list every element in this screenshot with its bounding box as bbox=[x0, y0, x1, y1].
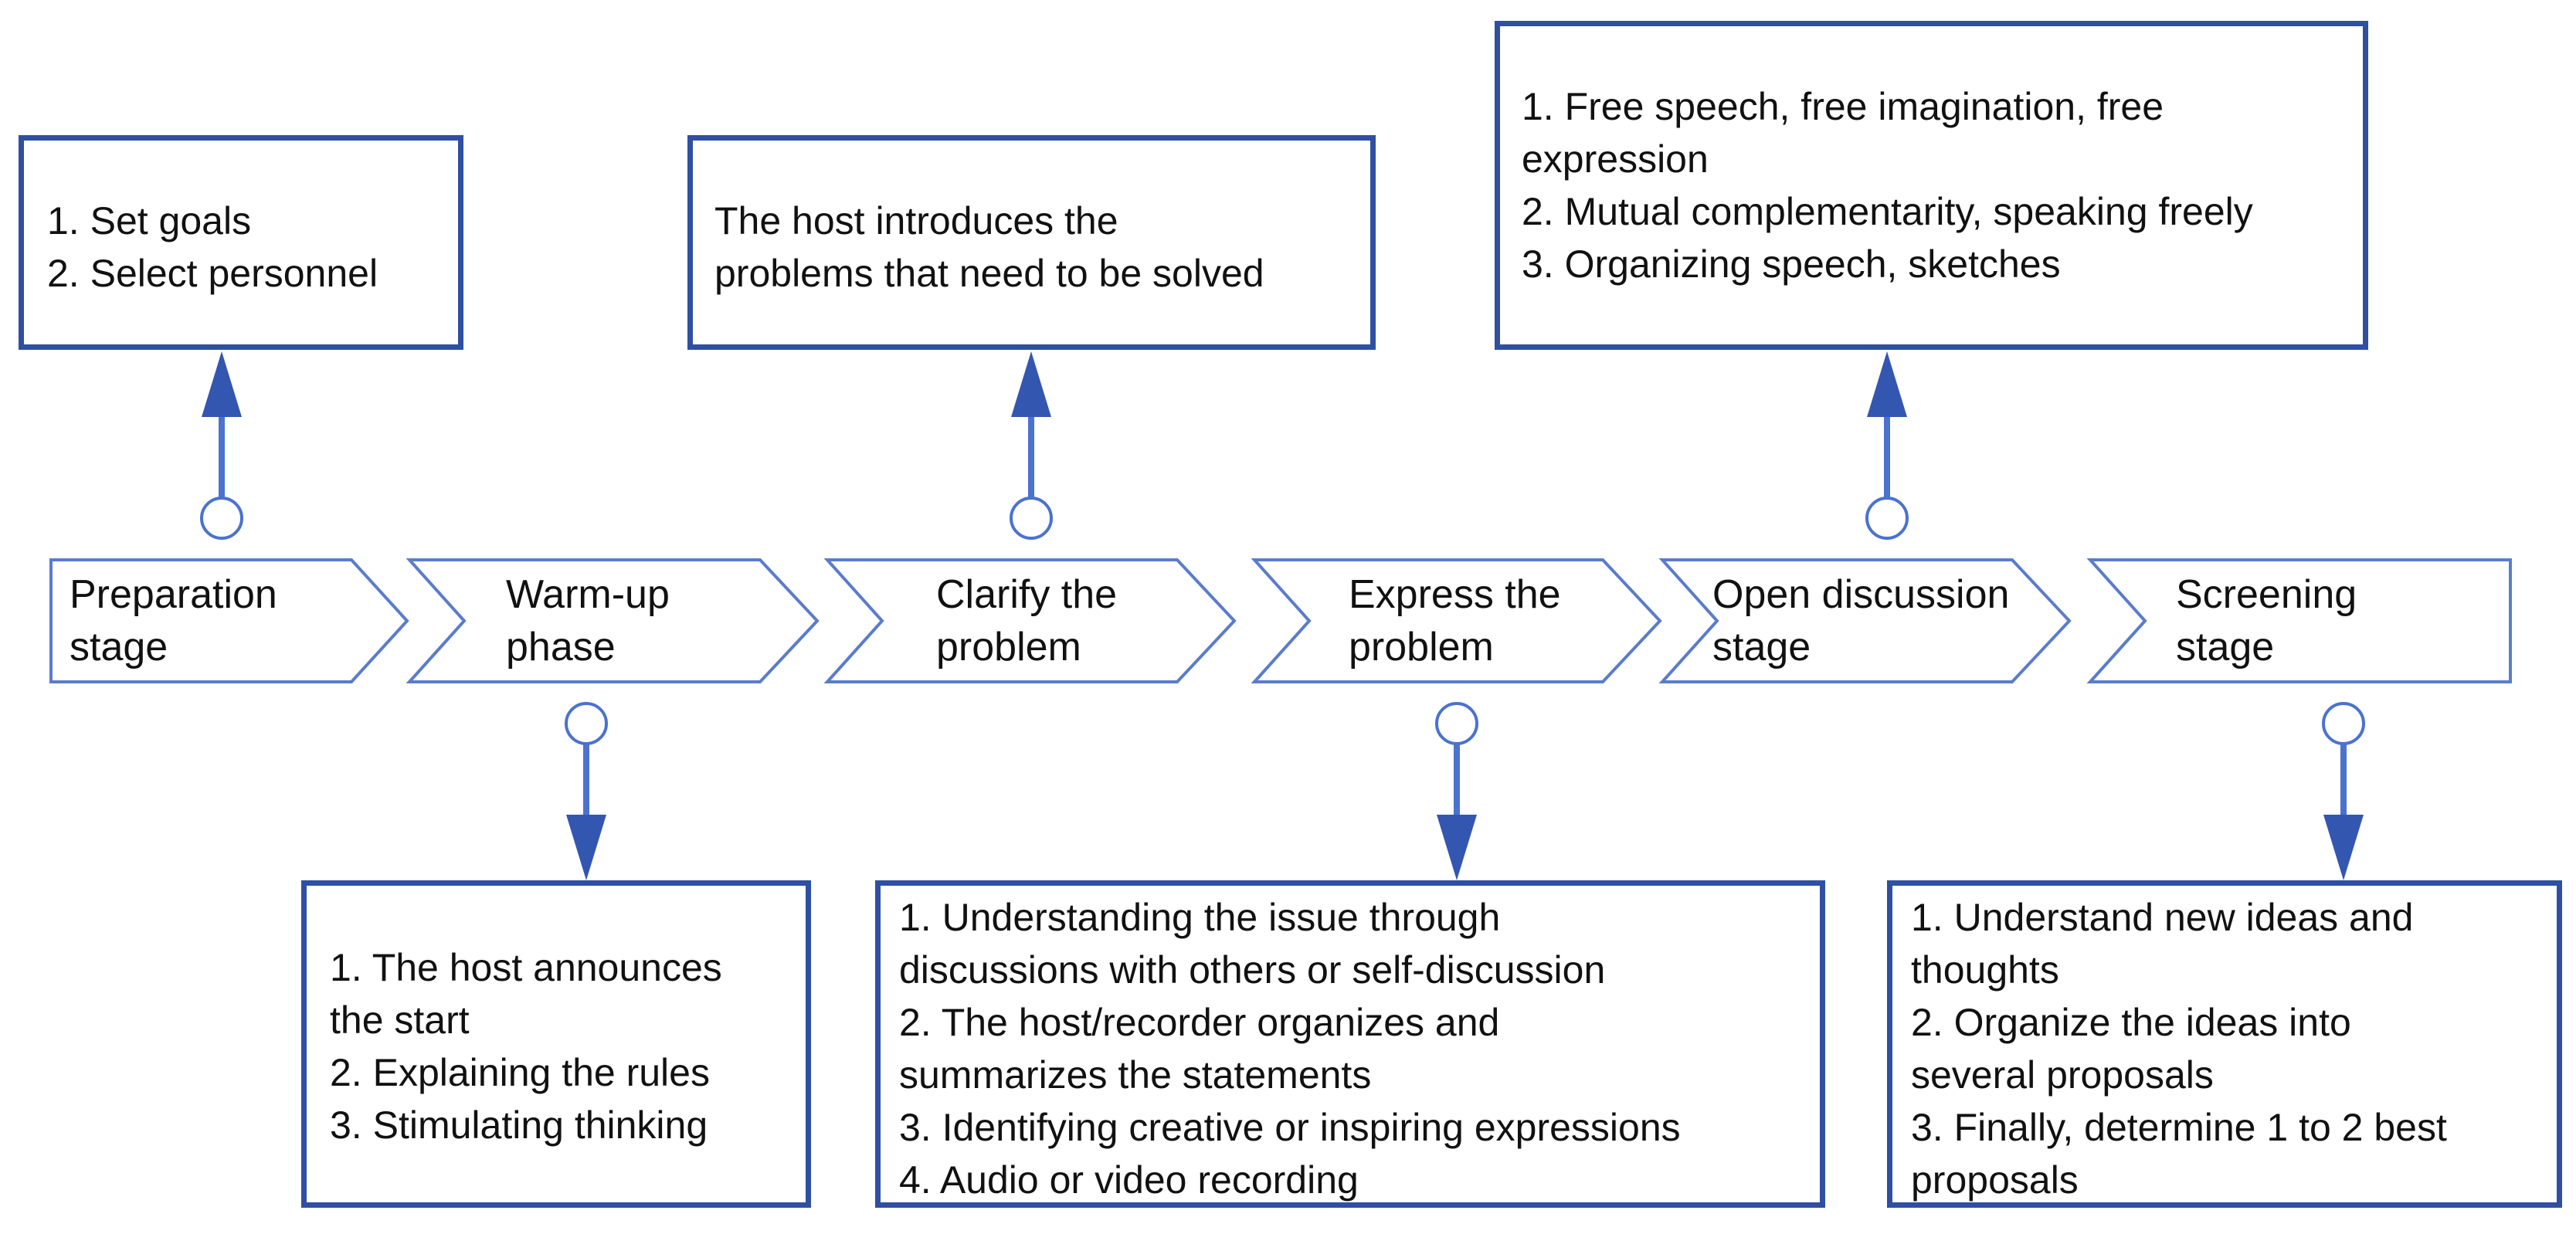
arrow-up-icon bbox=[1867, 351, 1907, 417]
connector-circle-icon bbox=[1010, 497, 1053, 540]
stage-label-preparation: Preparation stage bbox=[70, 568, 277, 673]
box-preparation: 1. Set goals 2. Select personnel bbox=[19, 135, 463, 350]
stage-label-line: Preparation bbox=[70, 572, 277, 617]
connector-circle-icon bbox=[1865, 497, 1909, 540]
box-text-line: 3. Organizing speech, sketches bbox=[1522, 242, 2061, 286]
box-text-line: several proposals bbox=[1911, 1053, 2214, 1097]
box-express: 1. Understanding the issue through discu… bbox=[875, 880, 1825, 1208]
arrow-down-icon bbox=[566, 815, 606, 880]
arrow-down-icon bbox=[1437, 815, 1477, 880]
chevron-warm-up bbox=[406, 558, 820, 683]
box-text-line: 3. Identifying creative or inspiring exp… bbox=[899, 1106, 1681, 1149]
arrow-up-icon bbox=[1011, 351, 1051, 417]
stage-label-line: phase bbox=[506, 625, 616, 670]
box-text-line: 1. Free speech, free imagination, free bbox=[1522, 85, 2164, 128]
arrow-down-icon bbox=[2323, 815, 2364, 880]
box-text-line: 2. The host/recorder organizes and bbox=[899, 1001, 1500, 1044]
box-clarify: The host introduces the problems that ne… bbox=[687, 135, 1376, 350]
box-text-line: 4. Audio or video recording bbox=[899, 1158, 1359, 1202]
chevron-open-discussion bbox=[1658, 558, 2072, 683]
box-text-line: 1. The host announces bbox=[330, 946, 722, 989]
box-text-line: 3. Stimulating thinking bbox=[330, 1103, 708, 1147]
box-text-line: proposals bbox=[1911, 1158, 2079, 1202]
stage-label-line: stage bbox=[2176, 625, 2275, 670]
stage-label-line: problem bbox=[936, 625, 1081, 670]
arrow-up-icon bbox=[202, 351, 242, 417]
chevron-screening bbox=[2086, 558, 2512, 683]
chevron-preparation bbox=[49, 558, 409, 683]
box-text-line: the start bbox=[330, 998, 470, 1042]
box-screening: 1. Understand new ideas and thoughts 2. … bbox=[1887, 880, 2562, 1208]
box-text-line: 2. Explaining the rules bbox=[330, 1051, 710, 1094]
box-text-line: 2. Select personnel bbox=[47, 252, 378, 295]
connector-circle-icon bbox=[2322, 702, 2365, 745]
stage-label-line: Express the bbox=[1349, 572, 1561, 617]
connector-circle-icon bbox=[200, 497, 243, 540]
stage-label-screening: Screening stage bbox=[2176, 568, 2357, 673]
stage-label-line: problem bbox=[1349, 625, 1494, 670]
stage-label-warm-up: Warm-up phase bbox=[506, 568, 670, 673]
box-text-line: 3. Finally, determine 1 to 2 best bbox=[1911, 1106, 2447, 1149]
box-text-line: 2. Organize the ideas into bbox=[1911, 1001, 2351, 1044]
box-text-line: discussions with others or self-discussi… bbox=[899, 948, 1606, 992]
box-text-line: 2. Mutual complementarity, speaking free… bbox=[1522, 190, 2253, 233]
connector-circle-icon bbox=[1435, 702, 1478, 745]
box-text-line: 1. Set goals bbox=[47, 199, 252, 242]
stage-label-line: Warm-up bbox=[506, 572, 670, 617]
chevron-express bbox=[1251, 558, 1662, 683]
stage-label-open-discussion: Open discussion stage bbox=[1712, 568, 2009, 673]
box-text-line: The host introduces the bbox=[714, 199, 1118, 242]
stage-label-clarify: Clarify the problem bbox=[936, 568, 1117, 673]
box-text-line: summarizes the statements bbox=[899, 1053, 1372, 1097]
chevron-clarify bbox=[823, 558, 1237, 683]
connector-circle-icon bbox=[565, 702, 608, 745]
stage-label-line: stage bbox=[1712, 625, 1811, 670]
box-open-discussion: 1. Free speech, free imagination, free e… bbox=[1495, 21, 2368, 350]
stage-label-line: Screening bbox=[2176, 572, 2357, 617]
box-text-line: 1. Understand new ideas and bbox=[1911, 896, 2414, 939]
stage-label-line: Clarify the bbox=[936, 572, 1118, 617]
box-text-line: 1. Understanding the issue through bbox=[899, 896, 1501, 939]
stage-label-line: stage bbox=[70, 625, 168, 670]
box-text-line: problems that need to be solved bbox=[714, 252, 1264, 295]
stage-label-line: Open discussion bbox=[1712, 572, 2010, 617]
box-text-line: expression bbox=[1522, 137, 1709, 181]
stage-label-express: Express the problem bbox=[1349, 568, 1561, 673]
box-warm-up: 1. The host announces the start 2. Expla… bbox=[301, 880, 811, 1208]
box-text-line: thoughts bbox=[1911, 948, 2059, 992]
